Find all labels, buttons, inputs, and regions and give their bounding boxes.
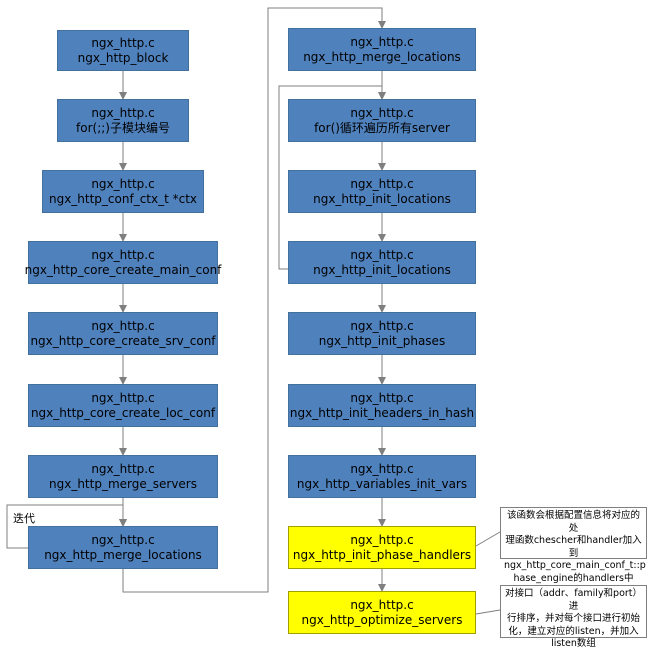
node-create-loc-conf: ngx_http.c ngx_http_core_create_loc_conf xyxy=(28,384,218,427)
node-func: ngx_http_init_headers_in_hash xyxy=(289,405,475,420)
node-func: ngx_http_merge_servers xyxy=(49,476,197,491)
node-file: ngx_http.c xyxy=(350,461,414,476)
note-line: 行排序，并对每个接口进行初始 xyxy=(506,613,640,624)
node-func: for(;;)子模块编号 xyxy=(76,120,170,135)
node-file: ngx_http.c xyxy=(91,247,155,262)
node-merge-locations-left: ngx_http.c ngx_http_merge_locations xyxy=(28,526,218,569)
node-ngx-http-block: ngx_http.c ngx_http_block xyxy=(57,30,189,71)
node-optimize-servers: ngx_http.c ngx_http_optimize_servers xyxy=(288,591,476,634)
node-func: ngx_http_variables_init_vars xyxy=(296,476,468,491)
node-file: ngx_http.c xyxy=(350,247,414,262)
node-init-headers-in-hash: ngx_http.c ngx_http_init_headers_in_hash xyxy=(288,384,476,427)
edge-iterate-loop xyxy=(6,504,127,549)
node-conf-ctx: ngx_http.c ngx_http_conf_ctx_t *ctx xyxy=(42,170,204,213)
note-line: 理函数chescher和handler加入到 xyxy=(505,535,642,559)
node-func: ngx_http_merge_locations xyxy=(303,49,461,64)
note-line: 化，建立对应的listen，并加入 xyxy=(508,625,639,637)
node-file: ngx_http.c xyxy=(350,105,414,120)
note-line: hase_engine的handlers中 xyxy=(513,572,634,584)
node-init-phase-handlers: ngx_http.c ngx_http_init_phase_handlers xyxy=(288,526,476,569)
node-file: ngx_http.c xyxy=(91,390,155,405)
edge-to-right-column xyxy=(122,7,386,593)
node-file: ngx_http.c xyxy=(91,105,155,120)
node-file: ngx_http.c xyxy=(350,532,414,547)
node-init-locations-1: ngx_http.c ngx_http_init_locations xyxy=(288,170,476,213)
node-file: ngx_http.c xyxy=(91,461,155,476)
note-line: 对接口（addr、family和port）进 xyxy=(504,588,643,612)
node-file: ngx_http.c xyxy=(91,532,155,547)
node-init-locations-2: ngx_http.c ngx_http_init_locations xyxy=(288,241,476,284)
node-func: ngx_http_core_create_loc_conf xyxy=(30,405,216,420)
edge-note-phase-handlers xyxy=(475,531,501,547)
note-line: listen数组 xyxy=(551,638,596,649)
node-init-phases: ngx_http.c ngx_http_init_phases xyxy=(288,312,476,355)
node-merge-locations-right: ngx_http.c ngx_http_merge_locations xyxy=(288,28,476,71)
node-func: ngx_http_init_locations xyxy=(313,191,451,206)
node-submodule-numbering: ngx_http.c for(;;)子模块编号 xyxy=(57,99,189,142)
node-variables-init-vars: ngx_http.c ngx_http_variables_init_vars xyxy=(288,455,476,498)
node-func: for()循环遍历所有server xyxy=(314,120,450,135)
node-file: ngx_http.c xyxy=(350,176,414,191)
node-create-main-conf: ngx_http.c ngx_http_core_create_main_con… xyxy=(25,241,221,284)
node-create-srv-conf: ngx_http.c ngx_http_core_create_srv_conf xyxy=(28,312,218,355)
edge-server-loop xyxy=(278,85,386,270)
node-func: ngx_http_conf_ctx_t *ctx xyxy=(48,191,198,206)
node-func: ngx_http_block xyxy=(77,50,169,65)
node-func: ngx_http_core_create_srv_conf xyxy=(30,333,216,348)
node-file: ngx_http.c xyxy=(91,176,155,191)
node-func: ngx_http_optimize_servers xyxy=(301,612,463,627)
node-file: ngx_http.c xyxy=(350,390,414,405)
node-func: ngx_http_init_phase_handlers xyxy=(292,547,472,562)
node-func: ngx_http_core_create_main_conf xyxy=(24,262,222,277)
node-file: ngx_http.c xyxy=(91,35,155,50)
note-phase-handlers: 该函数会根据配置信息将对应的处 理函数chescher和handler加入到 n… xyxy=(500,507,647,584)
node-func: ngx_http_init_phases xyxy=(318,333,446,348)
node-func: ngx_http_merge_locations xyxy=(44,547,202,562)
node-file: ngx_http.c xyxy=(350,34,414,49)
note-line: ngx_http_core_main_conf_t::p xyxy=(504,560,646,571)
edge-note-optimize-servers xyxy=(475,609,501,615)
node-merge-servers: ngx_http.c ngx_http_merge_servers xyxy=(28,455,218,498)
note-line: 该函数会根据配置信息将对应的处 xyxy=(506,510,640,534)
node-func: ngx_http_init_locations xyxy=(313,262,451,277)
node-for-each-server: ngx_http.c for()循环遍历所有server xyxy=(288,99,476,142)
node-file: ngx_http.c xyxy=(350,597,414,612)
node-file: ngx_http.c xyxy=(91,318,155,333)
node-file: ngx_http.c xyxy=(350,318,414,333)
note-optimize-servers: 对接口（addr、family和port）进 行排序，并对每个接口进行初始 化，… xyxy=(500,585,647,649)
loop-label: 迭代 xyxy=(13,512,35,525)
